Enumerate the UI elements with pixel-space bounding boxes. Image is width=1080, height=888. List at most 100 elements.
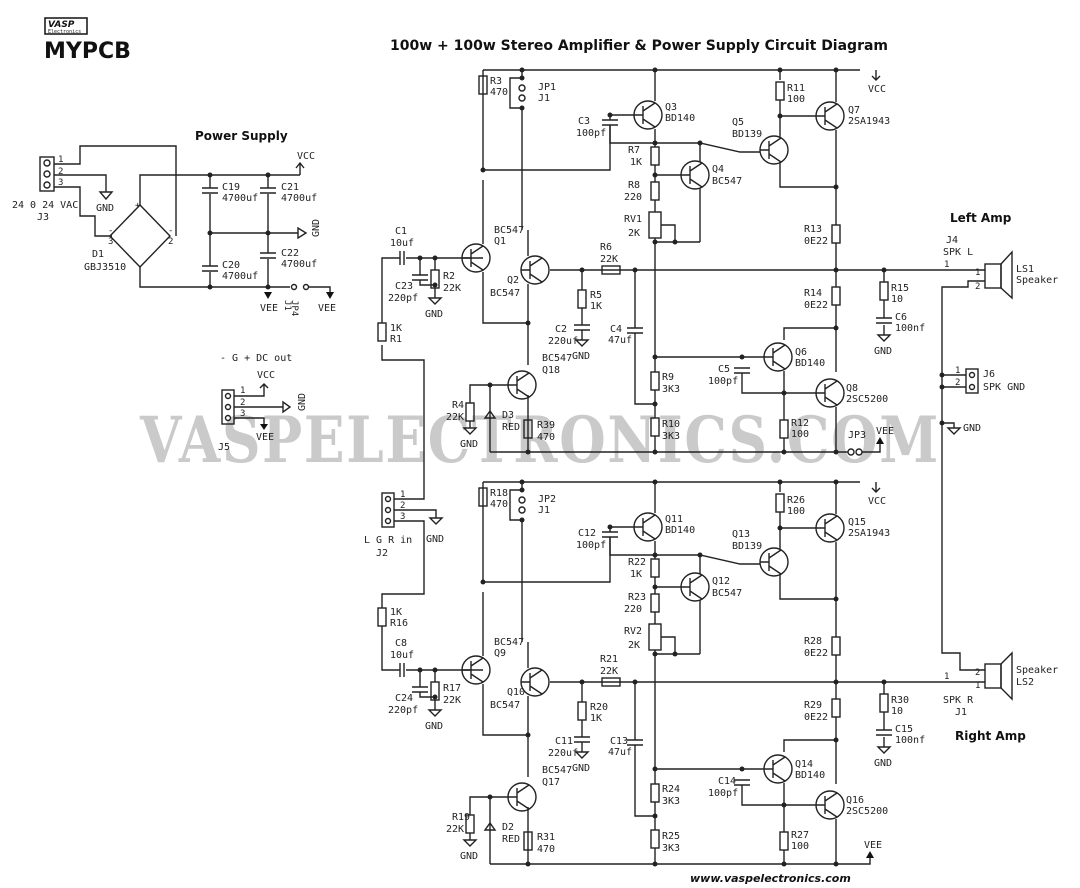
label: 0E22 xyxy=(804,648,828,659)
label: R3 xyxy=(490,76,502,87)
junction-dot xyxy=(833,861,839,867)
label: C12 xyxy=(578,528,596,539)
wire xyxy=(234,383,269,397)
label: 2SC5200 xyxy=(846,394,888,405)
wire xyxy=(202,188,218,194)
label: Q4 xyxy=(712,164,724,175)
wire xyxy=(394,509,437,518)
label: 1 xyxy=(58,155,63,165)
gnd-icon xyxy=(876,334,892,342)
wire xyxy=(634,102,656,128)
wire xyxy=(602,532,618,537)
d2-led-icon xyxy=(483,821,497,831)
label: C6 xyxy=(895,312,907,323)
junction-dot xyxy=(833,267,839,273)
r19 xyxy=(465,814,475,834)
gnd-label: GND xyxy=(425,309,443,320)
wire xyxy=(655,143,701,242)
label: J1 xyxy=(282,300,292,311)
r11 xyxy=(775,81,785,101)
c22 xyxy=(260,252,276,259)
label: LS1 xyxy=(1016,264,1034,275)
wire xyxy=(816,792,838,818)
label: 1 xyxy=(240,386,245,396)
label: R26 xyxy=(787,495,805,506)
wire xyxy=(381,520,425,608)
j6-connector xyxy=(965,368,979,394)
wire xyxy=(419,670,436,710)
wire xyxy=(521,257,543,283)
label: 0E22 xyxy=(804,236,828,247)
label: 100pf xyxy=(576,540,606,551)
label: RED xyxy=(502,422,520,433)
junction-dot xyxy=(480,167,486,173)
label: 22K xyxy=(600,254,618,265)
label: C1 xyxy=(395,226,407,237)
label: 1K xyxy=(390,323,402,334)
label: BC547 xyxy=(712,588,742,599)
wire xyxy=(627,740,643,745)
label: BC547 xyxy=(494,225,524,236)
label: R23 xyxy=(628,592,646,603)
label: Q14 xyxy=(795,759,813,770)
wire xyxy=(508,784,530,810)
label: SPK L xyxy=(943,247,973,258)
label: C14 xyxy=(718,776,736,787)
c19 xyxy=(202,187,218,194)
junction-dot xyxy=(487,382,493,388)
logo: VASP Electronics MYPCB xyxy=(44,17,131,64)
wire xyxy=(942,374,966,388)
label: 10 xyxy=(891,294,903,305)
label: 2 xyxy=(955,378,960,388)
label: Q8 xyxy=(846,383,858,394)
label: VEE xyxy=(256,432,274,443)
wire xyxy=(384,517,392,525)
label: R17 xyxy=(443,683,461,694)
label: 100 xyxy=(787,94,805,105)
junction-dot xyxy=(487,794,493,800)
gnd-label: GND xyxy=(311,219,322,237)
d3-led-icon xyxy=(483,409,497,419)
label: Q1 xyxy=(494,236,506,247)
label: R28 xyxy=(804,636,822,647)
label: C19 xyxy=(222,182,240,193)
junction-dot xyxy=(519,487,525,493)
label: Q10 xyxy=(507,687,525,698)
gnd-label: GND xyxy=(460,439,478,450)
wire xyxy=(412,275,428,280)
label: D2 xyxy=(502,822,514,833)
label: Q6 xyxy=(795,347,807,358)
wire xyxy=(681,574,703,600)
c24 xyxy=(412,686,428,693)
label: R30 xyxy=(891,695,909,706)
junction-dot xyxy=(781,390,787,396)
wire xyxy=(260,253,276,259)
label: 10uf xyxy=(390,650,414,661)
label: Q3 xyxy=(665,102,677,113)
label: RED xyxy=(502,834,520,845)
label: 100 xyxy=(791,429,809,440)
label: C23 xyxy=(395,281,413,292)
wire xyxy=(518,94,526,102)
label: 47uf xyxy=(608,747,632,758)
wire xyxy=(43,181,51,189)
wire xyxy=(384,506,392,514)
r21 xyxy=(601,677,621,687)
junction-dot xyxy=(652,401,658,407)
label: BC547 xyxy=(490,288,520,299)
label: J1 xyxy=(955,707,967,718)
label: 3 xyxy=(240,409,245,419)
r23 xyxy=(650,593,660,613)
label: 10 xyxy=(891,706,903,717)
wire xyxy=(139,174,300,205)
label: J1 xyxy=(538,93,550,104)
label: SPK GND xyxy=(983,382,1025,393)
label: - G + DC out xyxy=(220,353,292,364)
junction-dot xyxy=(781,449,787,455)
net-label: VEE xyxy=(876,426,894,437)
label: 3 xyxy=(108,237,113,247)
wire xyxy=(942,422,955,428)
r10 xyxy=(650,417,660,437)
gnd-icon xyxy=(574,751,590,759)
